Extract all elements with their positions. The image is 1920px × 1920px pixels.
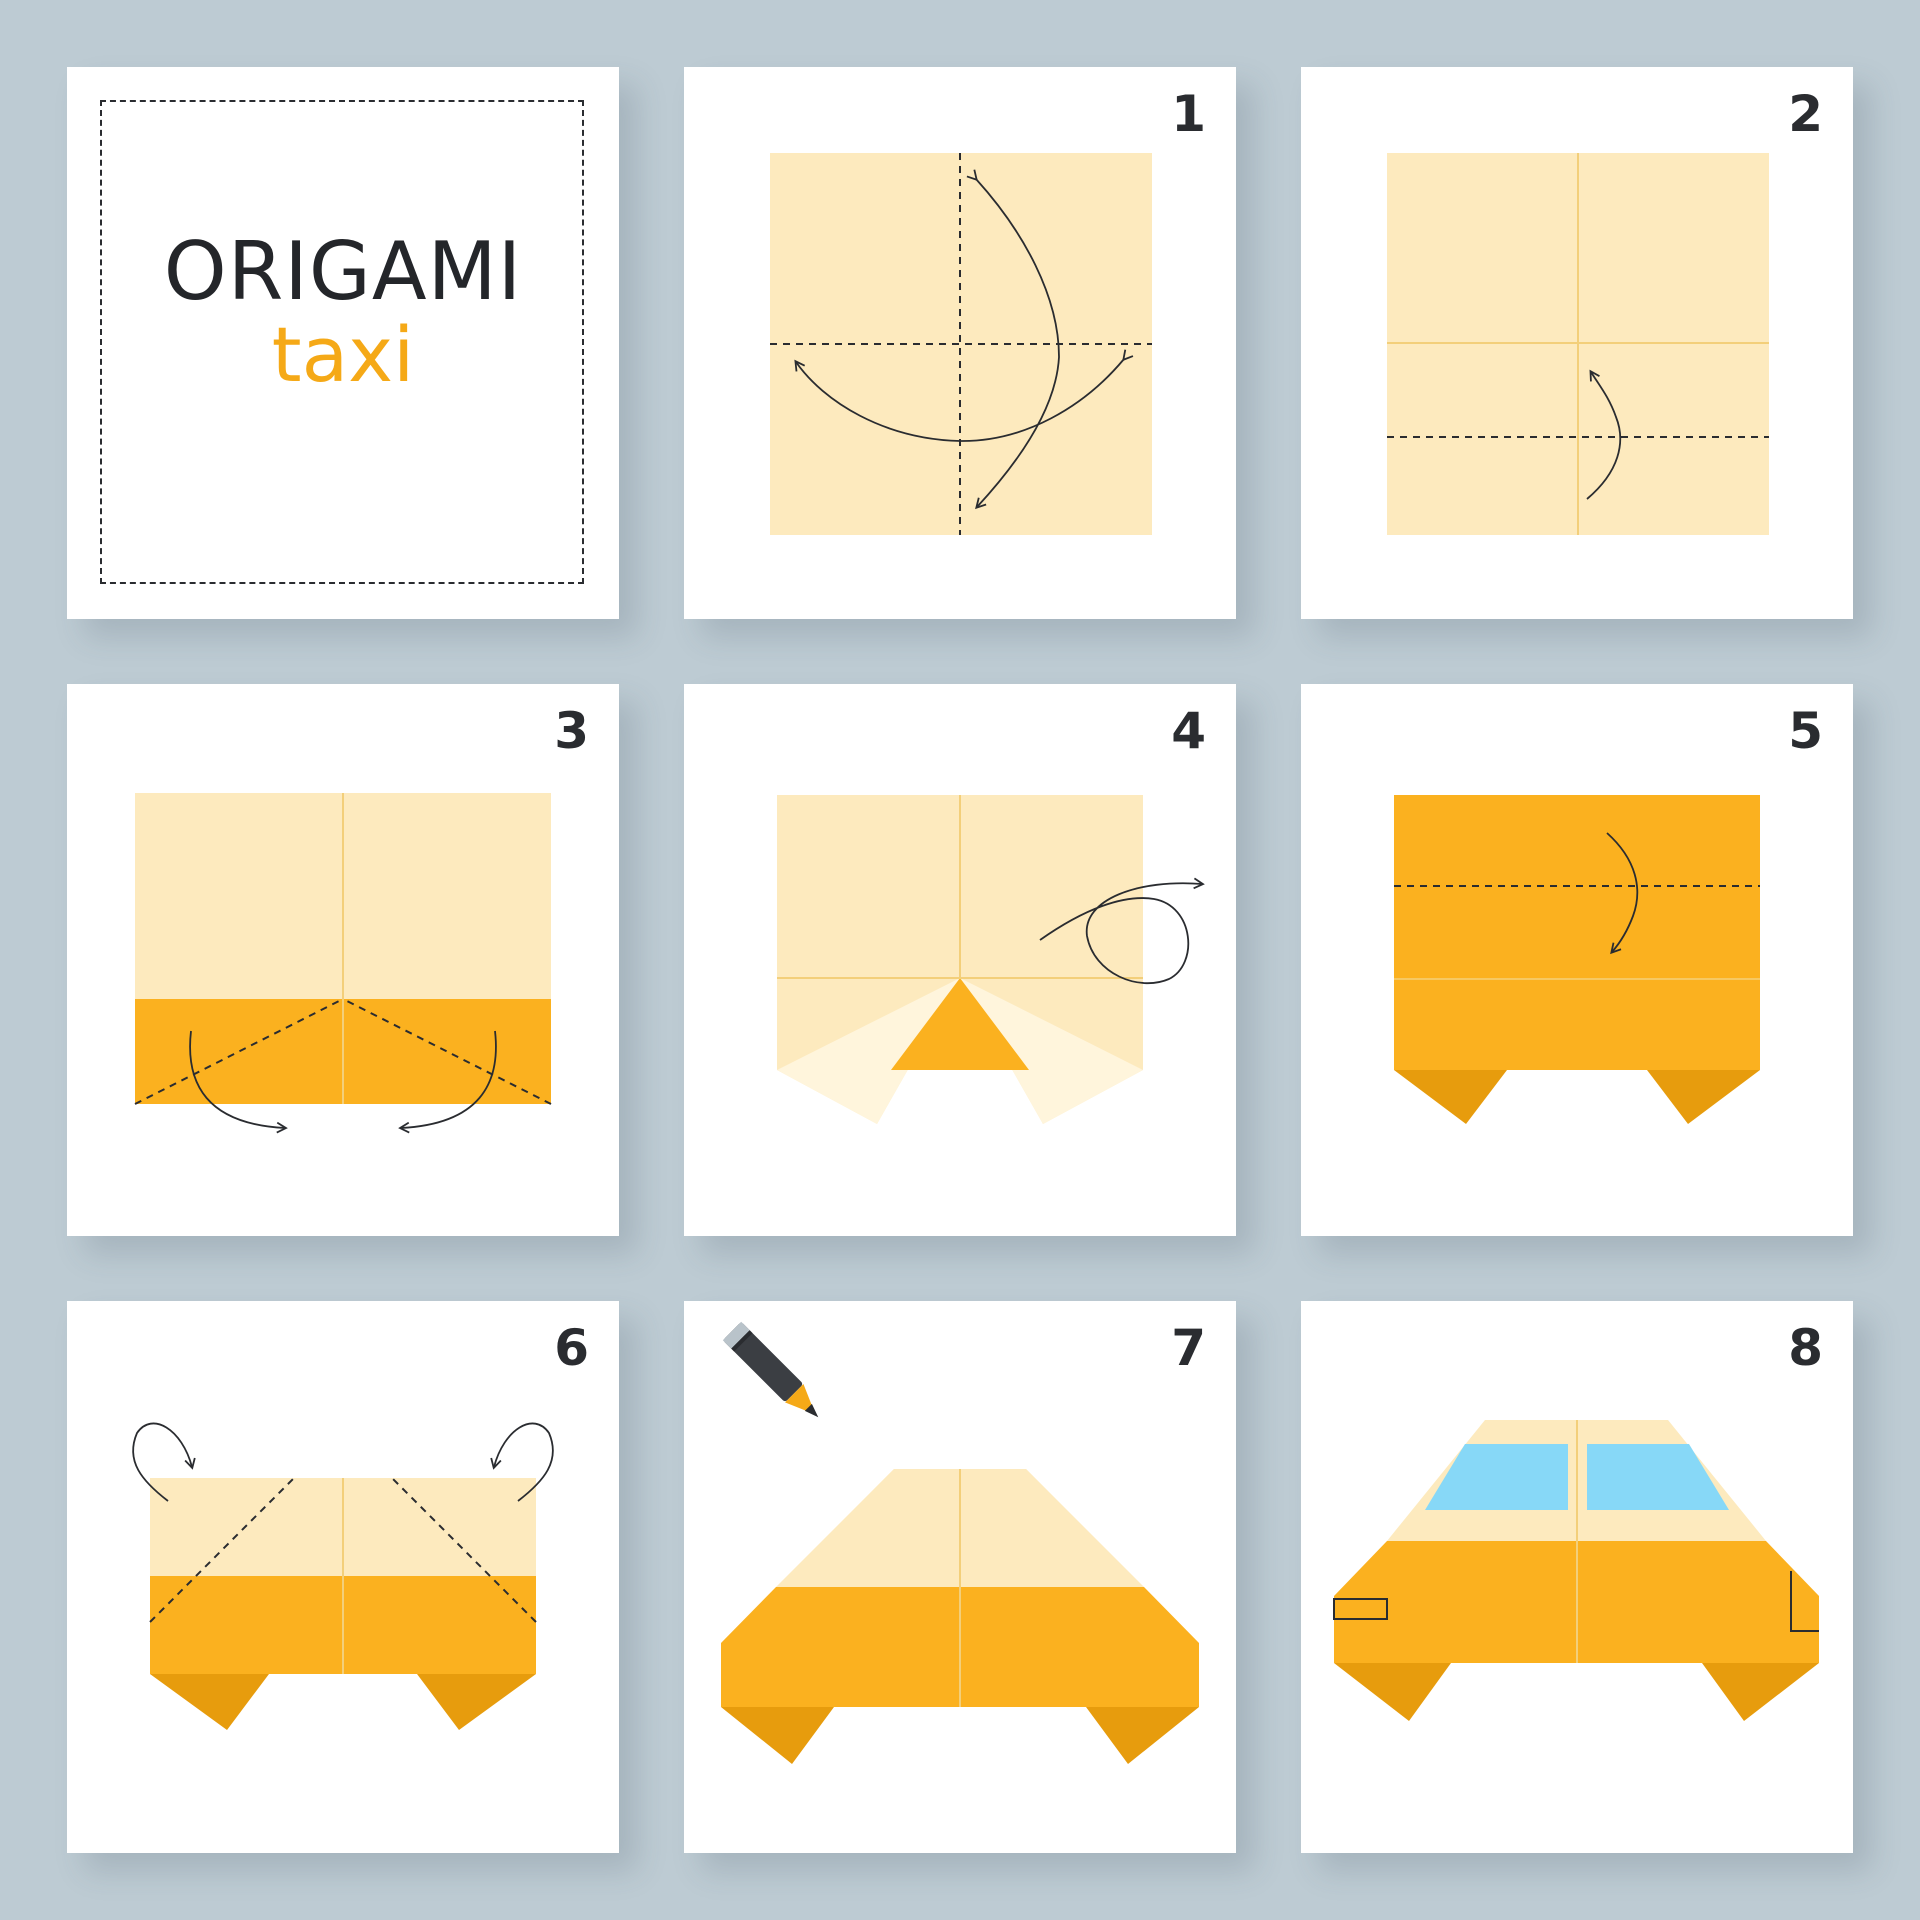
- fold-diagonal-arrows-icon: [770, 153, 1152, 535]
- fold-down-arrow-icon: [1394, 795, 1760, 1124]
- step-number: 3: [554, 702, 589, 760]
- fold-top-corners-icon: [132, 1422, 554, 1730]
- step-number: 8: [1788, 1319, 1823, 1377]
- pencil-icon: [721, 1321, 1199, 1764]
- step-card-1: 1: [684, 67, 1236, 619]
- step-number: 2: [1788, 85, 1823, 143]
- step-card-4: 4: [684, 684, 1236, 1236]
- title-card: ORIGAMI taxi: [67, 67, 619, 619]
- page-subtitle: taxi: [271, 310, 415, 399]
- step-number: 5: [1788, 702, 1823, 760]
- step-number: 1: [1171, 85, 1206, 143]
- step-card-3: 3: [67, 684, 619, 1236]
- step-card-6: 6: [67, 1301, 619, 1853]
- fold-up-arrow-icon: [1387, 153, 1769, 535]
- dashed-frame: [100, 100, 584, 584]
- step-card-8: 8: [1301, 1301, 1853, 1853]
- step-number: 4: [1171, 702, 1206, 760]
- step-number: 6: [554, 1319, 589, 1377]
- fold-corners-arrows-icon: [134, 793, 552, 1134]
- finished-taxi-icon: [1333, 1420, 1819, 1721]
- step-number: 7: [1171, 1319, 1206, 1377]
- page-title: ORIGAMI: [163, 225, 523, 318]
- step-card-5: 5: [1301, 684, 1853, 1236]
- step-card-7: 7: [684, 1301, 1236, 1853]
- flip-over-icon: [777, 795, 1205, 1124]
- step-card-2: 2: [1301, 67, 1853, 619]
